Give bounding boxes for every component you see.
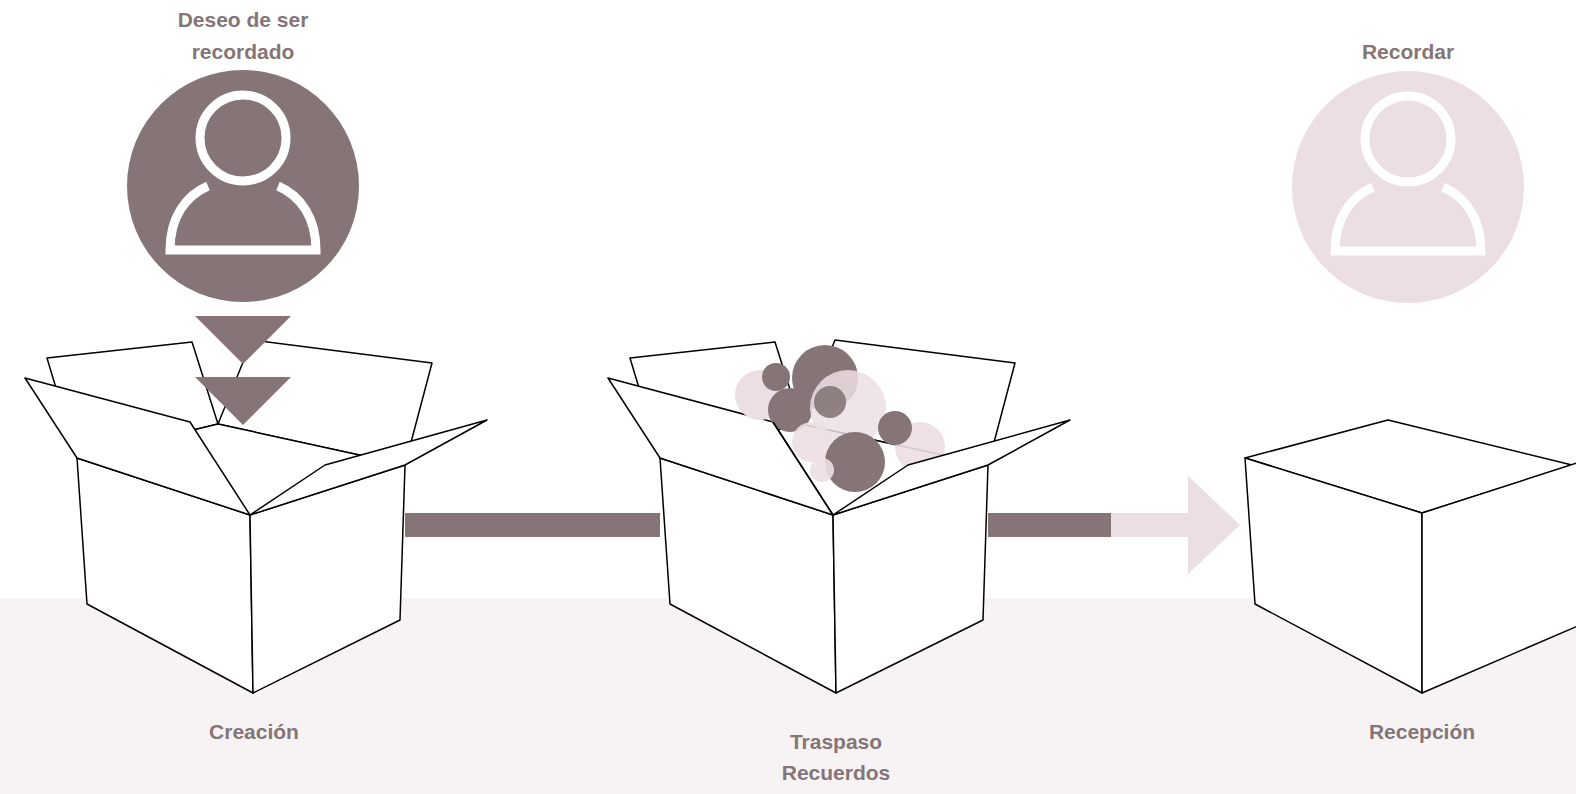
memory-bubble — [762, 363, 790, 391]
connector-bar — [988, 513, 1190, 537]
arrow-head — [195, 316, 291, 364]
connector — [988, 476, 1240, 574]
stage-label: Recepción — [1292, 716, 1552, 747]
person-circle — [1292, 71, 1524, 303]
connector-bar — [405, 513, 660, 537]
box-drawing — [77, 465, 405, 693]
box-node: Recepción — [1245, 458, 1576, 693]
box-group — [608, 340, 1070, 693]
box-flap — [608, 378, 833, 515]
box-flap — [25, 378, 250, 515]
stage-label: Traspaso Recuerdos — [761, 726, 911, 788]
person-body — [1335, 187, 1481, 251]
box-drawing — [1245, 458, 1576, 693]
person-body — [170, 186, 316, 250]
stage-label: Creación — [124, 716, 384, 747]
person-circle — [127, 70, 359, 302]
connector-path — [243, 302, 244, 465]
box-flap — [250, 420, 487, 515]
box-group — [25, 340, 487, 693]
person-heading: Recordar — [1308, 36, 1508, 68]
memory-bubble — [825, 432, 885, 492]
person-disc — [127, 70, 359, 302]
person-disc — [1292, 71, 1524, 303]
memory-bubble — [878, 411, 912, 445]
arrow-head — [195, 377, 291, 425]
box-group — [1245, 420, 1576, 693]
box-face — [1245, 458, 1422, 693]
arrow-head — [1188, 476, 1240, 574]
memory-bubble — [810, 458, 834, 482]
connector — [195, 302, 291, 465]
memory-bubble — [814, 386, 846, 418]
person-heading: Deseo de ser recordado — [143, 4, 343, 68]
person-head — [1365, 96, 1451, 182]
box-node: Creación — [77, 465, 405, 693]
connector — [405, 525, 660, 526]
person-node: Recordar — [1292, 71, 1524, 303]
person-head — [200, 95, 286, 181]
box-node: Traspaso Recuerdos — [660, 458, 988, 693]
flap-edge — [773, 422, 833, 515]
box-flap — [833, 420, 1070, 515]
box-drawing — [660, 458, 988, 693]
box-face — [1422, 462, 1576, 693]
person-node: Deseo de ser recordado — [127, 70, 359, 302]
